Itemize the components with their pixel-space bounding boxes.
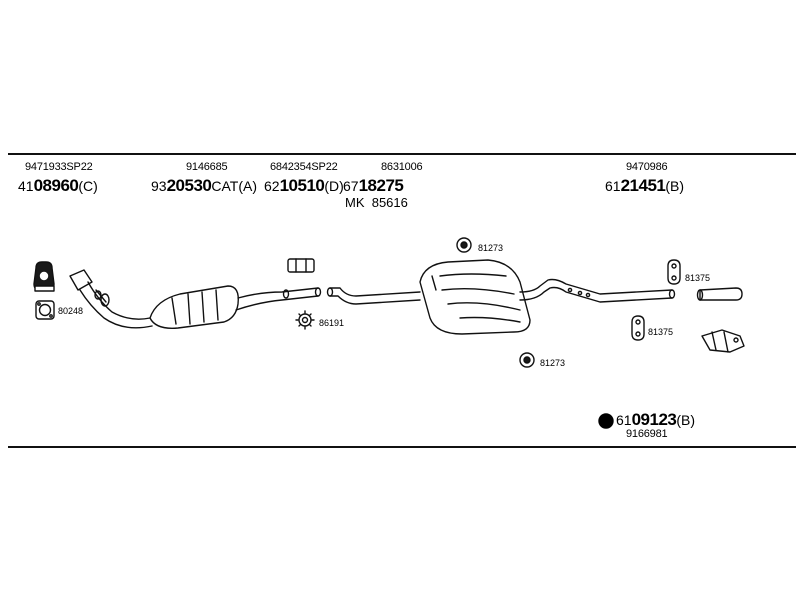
kit-oe-number: 9166981 <box>626 428 668 440</box>
rubber-ring-icon-bottom <box>519 352 535 368</box>
part-number-1: 4108960(C) <box>18 176 98 195</box>
rear-silencer-icon <box>419 259 531 335</box>
front-pipe-icon <box>69 269 153 329</box>
part-label-80248: 80248 <box>58 306 84 316</box>
tail-pipe-icon <box>519 278 676 303</box>
part-number-3: 6210510(D) <box>264 176 344 195</box>
part-number-5: 6121451(B) <box>605 176 685 195</box>
nut-icon <box>295 310 315 330</box>
mounting-bracket-icon <box>701 329 745 353</box>
oe-number-3: 6842354SP22 <box>270 161 338 173</box>
oe-number-2: 9146685 <box>186 161 228 173</box>
part-number-4: 6718275 <box>343 176 404 195</box>
middle-pipe-icon <box>326 287 421 305</box>
part-label-81375-bottom: 81375 <box>648 327 674 337</box>
mk-number: MK 85616 <box>345 195 408 210</box>
top-rule <box>8 153 796 155</box>
rubber-hanger-icon-top <box>667 259 681 285</box>
kit-bullet-icon <box>598 413 614 429</box>
part-label-81273-bottom: 81273 <box>540 358 566 368</box>
rubber-hanger-icon-bottom <box>631 315 645 341</box>
oe-number-1: 9471933SP22 <box>25 161 93 173</box>
bottom-rule <box>8 446 796 448</box>
kit-number: 6109123(B) <box>616 410 696 429</box>
part-number-2: 9320530CAT(A) <box>151 176 257 195</box>
part-label-81273-top: 81273 <box>478 243 504 253</box>
rubber-ring-icon-top <box>456 237 472 253</box>
gasket-icon <box>35 300 55 320</box>
pipe-clamp-icon <box>287 258 315 273</box>
tailpipe-end-icon <box>696 287 743 301</box>
rubber-mount-icon <box>33 261 55 292</box>
part-label-86191: 86191 <box>319 318 345 328</box>
oe-number-4: 8631006 <box>381 161 423 173</box>
catalytic-converter-icon <box>149 285 322 329</box>
part-label-81375-top: 81375 <box>685 273 711 283</box>
oe-number-5: 9470986 <box>626 161 668 173</box>
